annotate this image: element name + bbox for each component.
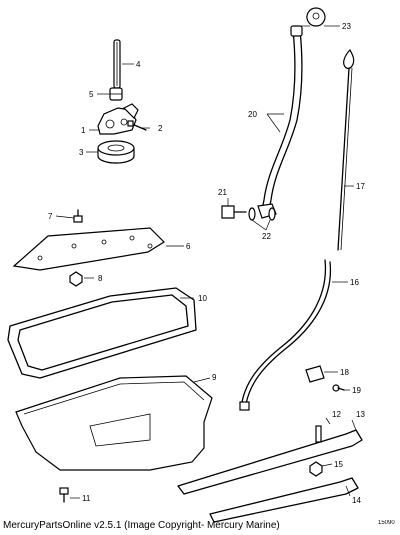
callout-15: 15 xyxy=(334,460,343,469)
baffle-nut xyxy=(69,271,83,287)
pump-screen xyxy=(97,140,135,164)
callout-16: 16 xyxy=(350,278,359,287)
rear-seal-tube xyxy=(239,259,332,411)
image-caption: MercuryPartsOnline v2.5.1 (Image Copyrig… xyxy=(3,520,280,531)
pump-retainer xyxy=(109,87,123,101)
callout-20: 20 xyxy=(248,110,257,119)
side-pin xyxy=(315,425,322,443)
callout-17: 17 xyxy=(356,182,365,191)
callout-19: 19 xyxy=(352,386,361,395)
side-nut xyxy=(309,461,323,477)
dipstick-handle-clip xyxy=(306,7,326,27)
oil-pan xyxy=(15,375,213,471)
screw xyxy=(332,384,345,392)
callout-22: 22 xyxy=(262,232,271,241)
callout-14: 14 xyxy=(352,496,361,505)
callout-3: 3 xyxy=(79,148,84,157)
leader-lines xyxy=(55,25,357,499)
dipstick-tube xyxy=(257,25,303,219)
dipstick xyxy=(337,48,355,251)
side-gasket-lower xyxy=(209,477,359,523)
callout-6: 6 xyxy=(186,242,191,251)
drawing-reference-number: 15090 xyxy=(378,520,395,526)
callout-21: 21 xyxy=(218,188,227,197)
oil-pump xyxy=(97,103,139,135)
pump-bolt xyxy=(127,120,147,131)
callout-5: 5 xyxy=(89,90,94,99)
callout-23: 23 xyxy=(342,22,351,31)
callout-10: 10 xyxy=(198,294,207,303)
oil-pan-gasket xyxy=(7,287,197,379)
callout-1: 1 xyxy=(81,126,86,135)
callout-7: 7 xyxy=(48,212,53,221)
callout-2: 2 xyxy=(158,124,163,133)
callout-8: 8 xyxy=(98,274,103,283)
side-gasket-upper xyxy=(177,429,363,495)
drain-bolt xyxy=(59,487,69,503)
windage-baffle xyxy=(12,227,165,271)
oil-pump-shaft xyxy=(113,39,121,89)
callout-18: 18 xyxy=(340,368,349,377)
clip xyxy=(305,365,325,383)
callout-13: 13 xyxy=(356,410,365,419)
tube-bolt xyxy=(221,205,247,219)
callout-9: 9 xyxy=(212,373,217,382)
callout-11: 11 xyxy=(82,494,91,503)
callout-12: 12 xyxy=(332,410,341,419)
callout-4: 4 xyxy=(136,60,141,69)
stud xyxy=(73,209,83,223)
